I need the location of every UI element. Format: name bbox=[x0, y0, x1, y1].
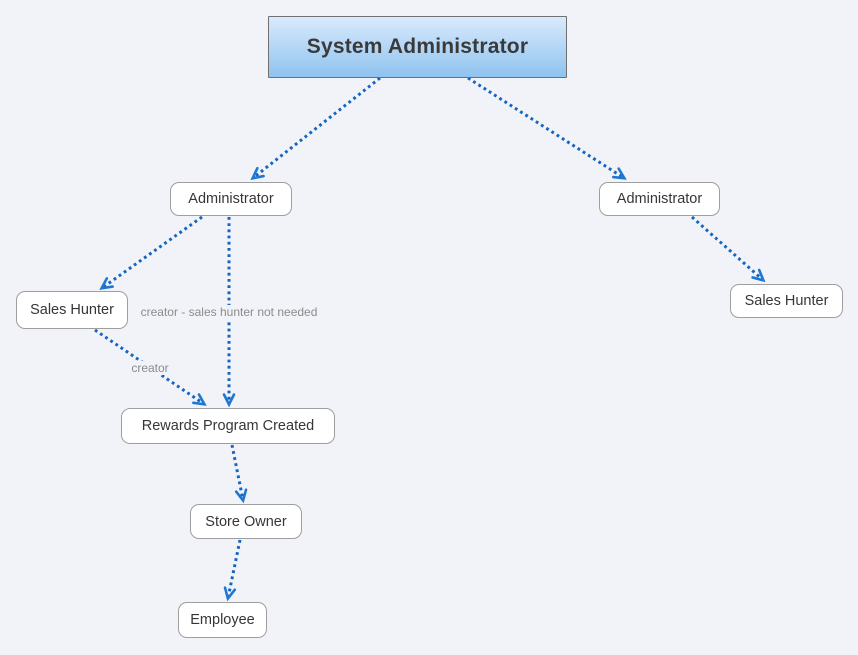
edge-administrator-right-to-sales-hunter-right[interactable] bbox=[691, 215, 763, 280]
node-system-administrator[interactable]: System Administrator bbox=[268, 16, 567, 78]
node-administrator-right[interactable]: Administrator bbox=[599, 182, 720, 216]
edge-label-sales-hunter-left-to-rewards-program-created[interactable]: creator bbox=[128, 361, 172, 375]
node-sales-hunter-right[interactable]: Sales Hunter bbox=[730, 284, 843, 318]
node-employee[interactable]: Employee bbox=[178, 602, 267, 638]
edge-label-administrator-left-to-rewards-program-created[interactable]: creator - sales hunter not needed bbox=[137, 305, 321, 319]
node-sales-hunter-left[interactable]: Sales Hunter bbox=[16, 291, 128, 329]
edge-system-administrator-to-administrator-right[interactable] bbox=[467, 76, 624, 178]
node-rewards-program-created[interactable]: Rewards Program Created bbox=[121, 408, 335, 444]
edge-store-owner-to-employee[interactable] bbox=[228, 539, 242, 598]
edge-system-administrator-to-administrator-left[interactable] bbox=[253, 76, 381, 178]
edge-administrator-left-to-sales-hunter-left[interactable] bbox=[102, 215, 203, 288]
edge-rewards-program-created-to-store-owner[interactable] bbox=[230, 444, 243, 500]
node-administrator-left[interactable]: Administrator bbox=[170, 182, 292, 216]
node-store-owner[interactable]: Store Owner bbox=[190, 504, 302, 539]
